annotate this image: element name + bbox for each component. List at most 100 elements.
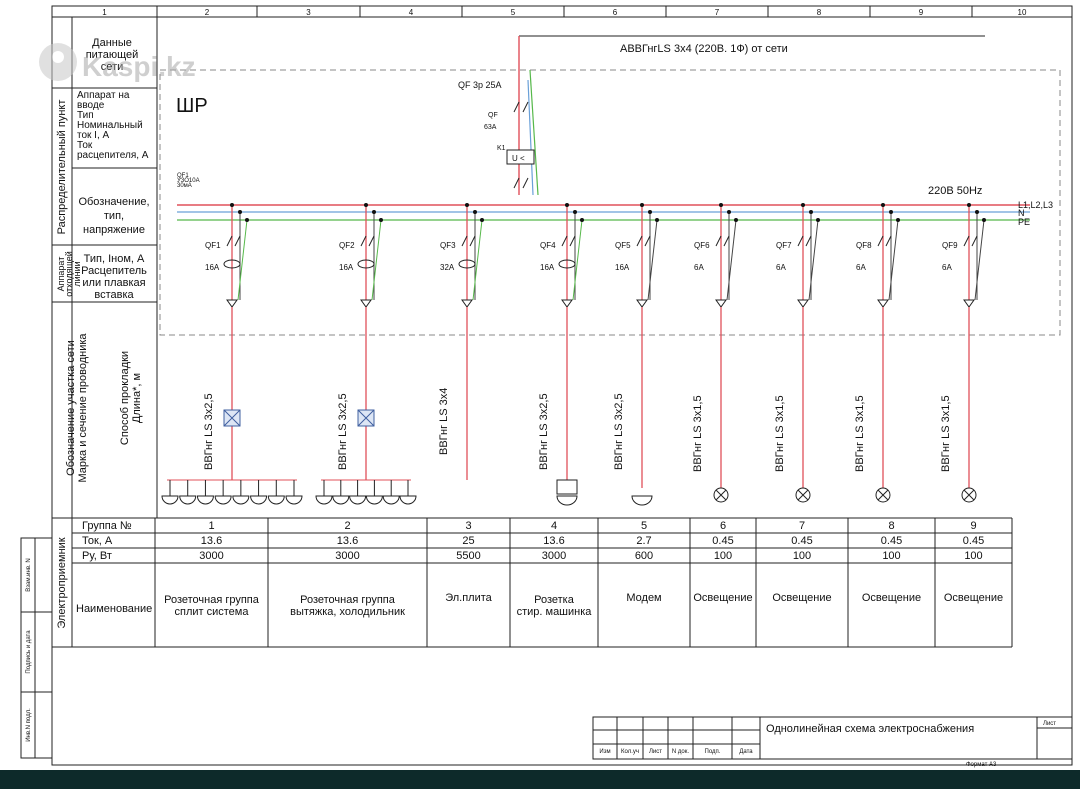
load-table-grid	[52, 518, 1013, 648]
title-block-col-label: Лист	[649, 749, 662, 755]
feeder-8: QF8 6А ВВГнг LS 3х1,5	[854, 203, 900, 503]
feeder-qf-label: QF2	[339, 241, 355, 250]
group-number: 5	[641, 520, 647, 532]
group-name: Освещение	[944, 592, 1003, 604]
socket-icon	[161, 495, 179, 505]
title-block-title: Однолинейная схема электроснабжения	[766, 723, 974, 735]
supply-cable: АВВГнгLS 3х4 (220В. 1Ф) от сети	[620, 43, 788, 55]
busbars: 220В 50Hz L1,L2,L3 N PE	[177, 185, 1053, 227]
k1-label: K1	[497, 145, 506, 152]
group-name: Освещение	[693, 592, 752, 604]
group-current: 13.6	[543, 535, 564, 547]
group-power: 3000	[542, 550, 566, 562]
row-header-current: Ток, А	[82, 535, 113, 547]
drawing-frame	[51, 5, 1073, 766]
group-current: 25	[462, 535, 474, 547]
socket-icon	[315, 495, 333, 505]
socket-icon	[332, 495, 350, 505]
section-title: Обозначение участка сетиМарка и сечение …	[65, 333, 89, 483]
stamp-replacement: Взам.инв. N	[26, 558, 32, 591]
feeder-rating: 16А	[540, 263, 555, 272]
feeder-cable: ВВГнг LS 3х2,5	[613, 393, 625, 470]
feeder-cable: ВВГнг LS 3х1,5	[854, 395, 866, 472]
qf-rating: 63А	[484, 124, 497, 131]
feeder-rating: 16А	[339, 263, 354, 272]
bus-n-label: N	[1018, 208, 1025, 218]
group-power: 100	[714, 550, 732, 562]
column-number: 7	[715, 8, 720, 17]
group-number: 2	[344, 520, 350, 532]
feeder-cable: ВВГнг LS 3х1,5	[940, 395, 952, 472]
feeder-rating: 6А	[856, 263, 866, 272]
feeder-9: QF9 6А ВВГнг LS 3х1,5	[940, 203, 986, 503]
qf-label: QF	[488, 112, 498, 119]
main-breaker-label: QF 3р 25А	[458, 80, 502, 90]
group-power: 100	[882, 550, 900, 562]
row-header-name: Наименование	[76, 603, 152, 615]
group-name: Модем	[626, 592, 661, 604]
group-name: Эл.плита	[445, 592, 492, 604]
k1-symbol: U <	[512, 154, 525, 163]
socket-icon	[349, 495, 367, 505]
stamp-inventory: Инв.N подл.	[26, 708, 32, 742]
outgoing-device-title: Аппаратотходящейлинии	[56, 251, 82, 297]
group-number: 7	[799, 520, 805, 532]
row-header-power: Ру, Вт	[82, 550, 112, 562]
title-block-col-label: N док.	[672, 749, 689, 755]
panel-name: ШР	[176, 95, 208, 117]
feeder-cable: ВВГнг LS 3х2,5	[337, 393, 349, 470]
group-current: 0.45	[791, 535, 812, 547]
column-number: 6	[613, 8, 618, 17]
socket-icon	[196, 495, 214, 505]
supply-line: АВВГнгLS 3х4 (220В. 1Ф) от сети QF 3р 25…	[458, 35, 985, 196]
column-number: 3	[306, 8, 311, 17]
title-block-col-label: Кол.уч	[621, 749, 639, 755]
feeder-rating: 6А	[694, 263, 704, 272]
watermark-text: Kaspi.kz	[82, 51, 196, 82]
title-block-col-label: Дата	[739, 749, 753, 755]
designation-label: Обозначение,тип,напряжение	[78, 196, 149, 236]
socket-icon	[179, 495, 197, 505]
left-header-grid	[52, 17, 1012, 519]
column-number: 2	[205, 8, 210, 17]
group-current: 13.6	[337, 535, 358, 547]
group-power: 3000	[335, 550, 359, 562]
rcd-transformer-icon	[357, 259, 375, 269]
undervoltage-relay	[506, 149, 535, 165]
paper	[0, 0, 1080, 770]
socket-icon	[365, 495, 383, 505]
feeder-rating: 6А	[942, 263, 952, 272]
rcd-transformer-icon	[223, 259, 241, 269]
group-name: Освещение	[862, 592, 921, 604]
socket-icon	[382, 495, 400, 505]
panel-enclosure	[159, 69, 1061, 336]
group-power: 5500	[456, 550, 480, 562]
column-number: 9	[919, 8, 924, 17]
group-power: 100	[964, 550, 982, 562]
group-current: 0.45	[963, 535, 984, 547]
feeder-qf-label: QF7	[776, 241, 792, 250]
group-power: 600	[635, 550, 653, 562]
feeder-cable: ВВГнг LS 3х2,5	[538, 393, 550, 470]
group-number: 8	[888, 520, 894, 532]
feeder-cable: ВВГнг LS 3х2,5	[203, 393, 215, 470]
feeder-qf-label: QF8	[856, 241, 872, 250]
feeder-qf-label: QF9	[942, 241, 958, 250]
feeder-qf-label: QF3	[440, 241, 456, 250]
group-number: 6	[720, 520, 726, 532]
group-power: 100	[793, 550, 811, 562]
column-number: 5	[511, 8, 516, 17]
group-number: 1	[208, 520, 214, 532]
